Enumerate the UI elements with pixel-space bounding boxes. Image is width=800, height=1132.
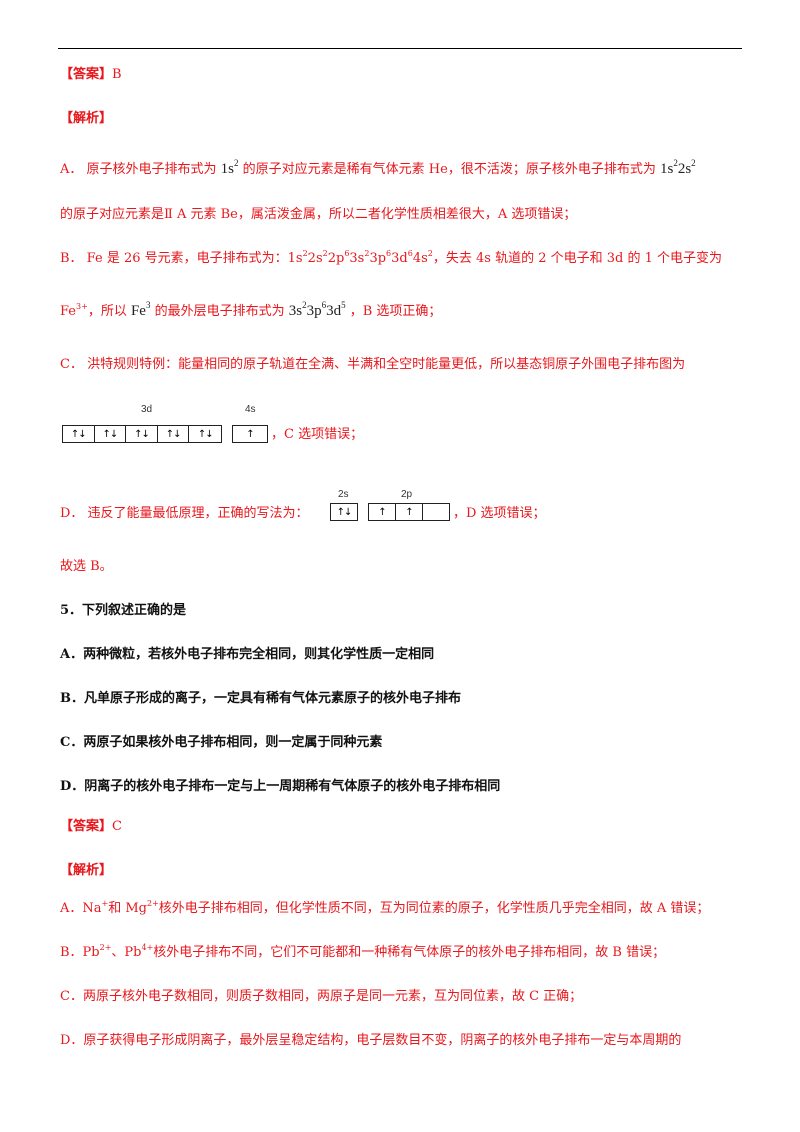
answer-value: B	[112, 67, 122, 82]
explanation2-d: D．原子获得电子形成阴离子，最外层呈稳定结构，电子层数目不变，阴离子的核外电子排…	[60, 1033, 682, 1048]
explanation-c-line1: C． 洪特规则特例：能量相同的原子轨道在全满、半满和全空时能量更低，所以基态铜原…	[60, 357, 686, 372]
orbital-box: ↑	[246, 428, 254, 440]
config-1s2: 1s2	[220, 158, 239, 178]
explanation2-c: C．两原子核外电子数相同，则质子数相同，两原子是同一元素，互为同位素，故 C 正…	[60, 989, 583, 1004]
answer-value: C	[112, 819, 122, 834]
orbital-box: ↑↓	[336, 506, 353, 518]
question-5-option-c: C．两原子如果核外电子排布相同，则一定属于同种元素	[60, 735, 383, 750]
orbital-box: ↑↓	[95, 426, 127, 442]
analysis-tag: 【解析】	[60, 863, 113, 878]
orbital-boxes-2s: ↑↓	[330, 503, 358, 521]
label-4s: 4s	[245, 404, 256, 415]
config-1s2-2s2: 1s22s2	[659, 158, 696, 178]
explanation-a-line2: 的原子对应元素是Ⅱ A 元素 Be，属活泼金属，所以二者化学性质相差很大，A 选…	[60, 207, 577, 222]
label-3d: 3d	[141, 404, 153, 415]
question-5-stem: 5．下列叙述正确的是	[60, 603, 187, 618]
orbital-box: ↑↓	[158, 426, 190, 442]
question-5-option-b: B．凡单原子形成的离子，一定具有稀有气体元素原子的核外电子排布	[60, 691, 461, 706]
orbital-box: ↑	[396, 504, 423, 520]
explanation-a-line1: A． 原子核外电子排布式为 1s2 的原子对应元素是稀有气体元素 He，很不活泼…	[60, 158, 696, 178]
explanation-b-line2: Fe3+，所以 Fe3 的最外层电子排布式为 3s23p63d5 ，B 选项正确…	[60, 300, 442, 320]
orbital-boxes-3d: ↑↓ ↑↓ ↑↓ ↑↓ ↑↓	[62, 425, 222, 443]
answer-tag: 【答案】	[60, 67, 113, 82]
explanation-d-line: D． 违反了能量最低原理，正确的写法为：	[60, 506, 309, 521]
orbital-boxes-2p: ↑ ↑	[368, 503, 450, 521]
orbital-box: ↑↓	[197, 428, 214, 440]
answer-tag: 【答案】	[60, 819, 113, 834]
label-2p: 2p	[401, 489, 413, 500]
orbital-box: ↑↓	[126, 426, 158, 442]
orbital-box: ↑	[369, 504, 396, 520]
question-5-option-a: A．两种微粒，若核外电子排布完全相同，则其化学性质一定相同	[60, 647, 435, 662]
answer-line-1: 【答案】B	[60, 66, 122, 84]
orbital-box	[423, 504, 449, 520]
analysis-heading-1: 【解析】	[60, 110, 112, 128]
label-2s: 2s	[338, 489, 349, 500]
explanation-b-line1: B． Fe 是 26 号元素，电子排布式为：1s22s22p63s23p63d6…	[60, 249, 723, 267]
orbital-box: ↑↓	[63, 426, 95, 442]
question-5-option-d: D．阴离子的核外电子排布一定与上一周期稀有气体原子的核外电子排布相同	[60, 779, 501, 794]
ion-fe3: Fe3	[130, 300, 151, 320]
top-divider	[58, 48, 742, 49]
analysis-heading-2: 【解析】	[60, 862, 112, 880]
explanation-d-tail: ，D 选项错误；	[453, 506, 546, 521]
conclusion-1: 故选 B。	[60, 559, 113, 574]
analysis-tag: 【解析】	[60, 111, 113, 126]
explanation-c-tail: ，C 选项错误；	[271, 427, 364, 442]
explanation2-a: A．Na+和 Mg2+核外电子排布相同，但化学性质不同，互为同位素的原子，化学性…	[60, 899, 710, 917]
answer-line-2: 【答案】C	[60, 818, 122, 836]
explanation2-b: B．Pb2+、Pb4+核外电子排布不同，它们不可能都和一种稀有气体原子的核外电子…	[60, 943, 666, 961]
config-3s2-3p6-3d5: 3s23p63d5	[288, 300, 346, 320]
orbital-boxes-4s: ↑	[232, 425, 268, 443]
